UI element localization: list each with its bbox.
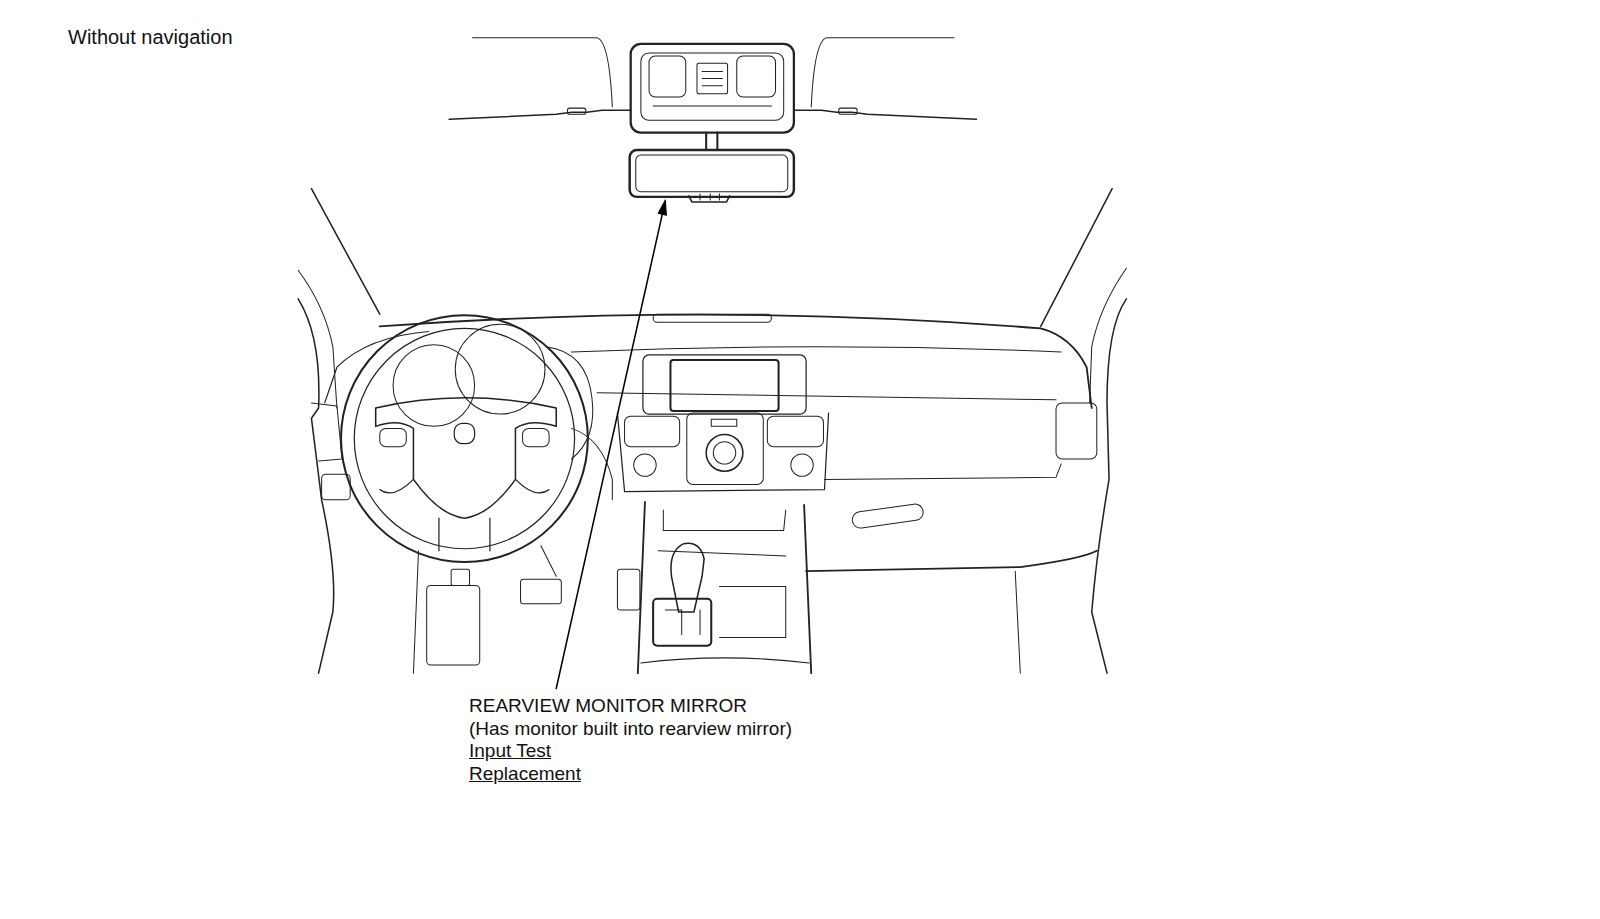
line-art bbox=[521, 579, 562, 603]
line-art bbox=[439, 518, 490, 551]
line-art bbox=[689, 196, 730, 202]
line-art bbox=[380, 315, 1092, 408]
line-art bbox=[298, 299, 334, 673]
line-art bbox=[700, 194, 719, 200]
part-note: (Has monitor built into rearview mirror) bbox=[469, 718, 792, 741]
line-art bbox=[670, 360, 778, 411]
part-name: REARVIEW MONITOR MIRROR bbox=[469, 695, 792, 718]
line-art bbox=[380, 479, 549, 493]
link-text: Input Test bbox=[469, 740, 792, 763]
line-art bbox=[617, 569, 639, 610]
line-art bbox=[1015, 571, 1020, 673]
page-title-box: Without navigation bbox=[68, 26, 233, 49]
line-art bbox=[804, 505, 811, 673]
line-art bbox=[311, 403, 342, 461]
line-art bbox=[643, 355, 806, 414]
line-art bbox=[325, 331, 429, 402]
line-art bbox=[451, 569, 469, 585]
line-art bbox=[641, 658, 809, 663]
center-console bbox=[638, 502, 811, 673]
line-art bbox=[523, 428, 550, 446]
page-title: Without navigation bbox=[68, 26, 233, 49]
line-art bbox=[791, 454, 813, 476]
line-art bbox=[706, 133, 717, 150]
overhead-console bbox=[631, 44, 794, 133]
line-art bbox=[658, 200, 666, 215]
line-art bbox=[354, 328, 574, 548]
link-text: Replacement bbox=[469, 763, 792, 786]
line-art bbox=[653, 314, 771, 322]
line-art bbox=[630, 150, 794, 197]
line-art bbox=[806, 551, 1097, 571]
line-art bbox=[572, 347, 1062, 352]
line-art bbox=[449, 110, 631, 119]
line-art bbox=[702, 71, 722, 85]
line-art bbox=[794, 110, 977, 119]
pillars bbox=[298, 189, 1126, 673]
line-art bbox=[1092, 299, 1127, 673]
line-art bbox=[455, 324, 545, 414]
line-art bbox=[767, 416, 823, 447]
line-art bbox=[454, 423, 474, 443]
line-art bbox=[671, 543, 704, 612]
line-art bbox=[636, 155, 788, 192]
line-art bbox=[663, 510, 785, 530]
line-art bbox=[376, 398, 557, 518]
line-art bbox=[658, 551, 785, 556]
line-art bbox=[711, 419, 736, 426]
line-art bbox=[811, 38, 954, 107]
line-art bbox=[839, 108, 857, 114]
line-art bbox=[311, 189, 379, 314]
line-art bbox=[665, 610, 700, 634]
line-art bbox=[625, 416, 680, 447]
line-art bbox=[541, 546, 556, 577]
line-art bbox=[473, 38, 613, 107]
steering-wheel bbox=[341, 315, 588, 562]
center-stack bbox=[617, 355, 828, 492]
pedals bbox=[413, 546, 1020, 673]
headliner bbox=[449, 38, 976, 120]
line-art bbox=[341, 315, 588, 562]
line-art bbox=[653, 599, 711, 646]
leader-line bbox=[556, 200, 666, 689]
rearview-monitor-mirror bbox=[630, 133, 794, 202]
line-art bbox=[649, 56, 686, 97]
line-art bbox=[719, 586, 785, 637]
line-art bbox=[546, 347, 593, 459]
line-art bbox=[298, 270, 337, 408]
line-art bbox=[413, 551, 418, 673]
line-art bbox=[631, 44, 794, 133]
line-art bbox=[617, 413, 828, 492]
line-art bbox=[393, 345, 475, 427]
line-art bbox=[653, 106, 771, 107]
line-art bbox=[567, 108, 585, 114]
line-art bbox=[380, 428, 407, 446]
callout-block: REARVIEW MONITOR MIRROR(Has monitor buil… bbox=[469, 695, 792, 785]
instrument-cluster bbox=[393, 324, 593, 459]
line-art bbox=[597, 393, 1056, 400]
line-art bbox=[697, 63, 728, 94]
line-art bbox=[427, 585, 480, 665]
line-art bbox=[634, 454, 656, 476]
line-art bbox=[641, 53, 784, 120]
line-art bbox=[851, 503, 924, 529]
line-art bbox=[1041, 189, 1112, 327]
line-art bbox=[322, 474, 351, 499]
line-art bbox=[713, 442, 735, 464]
line-art bbox=[687, 413, 763, 484]
line-art bbox=[1056, 403, 1097, 459]
line-art bbox=[638, 502, 645, 673]
dashboard bbox=[311, 314, 1096, 571]
line-art bbox=[824, 464, 1061, 479]
line-art bbox=[737, 56, 776, 97]
line-art bbox=[706, 435, 743, 472]
line-art bbox=[556, 214, 662, 688]
